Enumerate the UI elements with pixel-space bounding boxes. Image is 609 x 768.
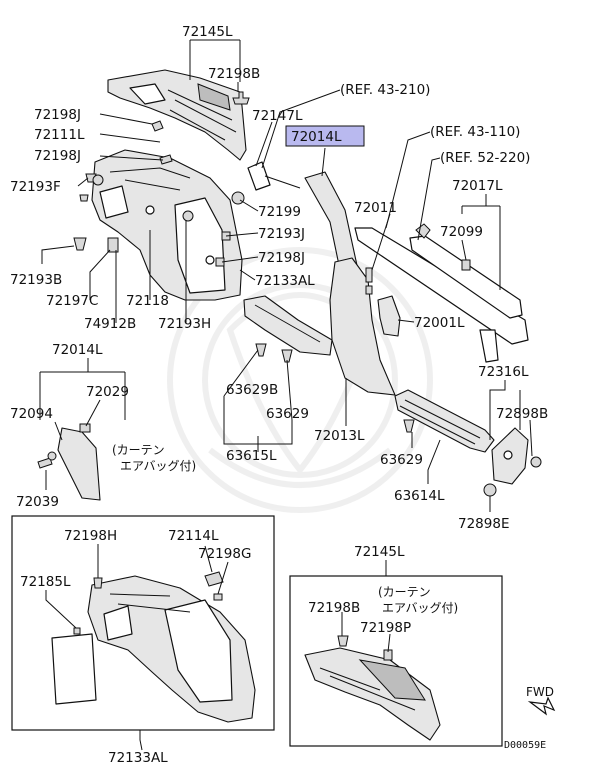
part-label: 72198J [258, 250, 305, 266]
part-label: 72198H [64, 528, 117, 544]
part-labels: 72145L 72198B (REF. 43-210) 72198J 72147… [10, 24, 554, 766]
part-label: 72193H [158, 316, 211, 332]
part-label: 72198B [308, 600, 360, 616]
part-label: 63629 [266, 406, 309, 422]
part-label: 72145L [182, 24, 233, 40]
part-label: 72118 [126, 293, 169, 309]
part-label: 72193J [258, 226, 305, 242]
part-label: 72898B [496, 406, 548, 422]
part-label: 72111L [34, 127, 85, 143]
part-label: 72193B [10, 272, 62, 288]
airbag-variant-upper-trim [304, 635, 441, 741]
part-label: 72133AL [255, 273, 315, 289]
note-label: (カーテン [378, 585, 431, 599]
part-label: 72029 [86, 384, 129, 400]
part-label: 72099 [440, 224, 483, 240]
fwd-arrow-icon [527, 696, 556, 716]
part-label: 72898E [458, 516, 509, 532]
part-label: 72193F [10, 179, 61, 195]
roof-side-garnish [354, 227, 529, 363]
note-label: エアバッグ付) [382, 601, 458, 615]
small-quarter-piece [57, 427, 101, 501]
part-label: 72014L [52, 342, 103, 358]
part-label: 72199 [258, 204, 301, 220]
ref-label: (REF. 43-110) [430, 124, 520, 140]
part-label: 72039 [16, 494, 59, 510]
part-label: 72198B [208, 66, 260, 82]
part-label: 72094 [10, 406, 53, 422]
part-label: 72013L [314, 428, 365, 444]
scuff-plate-63614L [394, 389, 495, 453]
part-label: 72197C [46, 293, 98, 309]
quarter-trim-main [91, 149, 243, 301]
bracket-72001L [377, 295, 401, 337]
part-label: 72133AL [108, 750, 168, 766]
part-label: 74912B [84, 316, 136, 332]
part-label: 63614L [394, 488, 445, 504]
part-label: 63629 [380, 452, 423, 468]
fasteners [37, 91, 542, 497]
part-label: 72198J [34, 148, 81, 164]
part-label: 72001L [414, 315, 465, 331]
leader-lines [39, 39, 533, 751]
ref-label: (REF. 52-220) [440, 150, 530, 166]
part-label: 72145L [354, 544, 405, 560]
diagram-code: D00059E [504, 740, 546, 751]
fwd-label: FWD [526, 685, 554, 699]
detail-box-left [11, 515, 275, 731]
part-label: 72147L [252, 108, 303, 124]
airbag-variant-quarter-trim [51, 571, 256, 723]
part-label: 63629B [226, 382, 278, 398]
part-label: 72316L [478, 364, 529, 380]
note-label: エアバッグ付) [120, 459, 196, 473]
bracket-72316L [491, 427, 529, 485]
part-label: 72198G [198, 546, 251, 562]
note-label: (カーテン [112, 443, 165, 457]
ref-label: (REF. 43-210) [340, 82, 430, 98]
part-label-highlighted: 72014L [291, 129, 342, 145]
part-label: 72198J [34, 107, 81, 123]
part-label: 72185L [20, 574, 71, 590]
part-label: 72011 [354, 200, 397, 216]
part-label: 72017L [452, 178, 503, 194]
lower-pillar-trim [329, 257, 396, 396]
part-label: 72114L [168, 528, 219, 544]
scuff-plate-63615L [243, 295, 333, 356]
detail-box-right [289, 575, 503, 747]
watermark-seal [167, 247, 433, 513]
part-label: 63615L [226, 448, 277, 464]
upper-quarter-trim [107, 69, 247, 161]
part-label: 72198P [360, 620, 411, 636]
highlight-box-72014L [285, 125, 365, 147]
